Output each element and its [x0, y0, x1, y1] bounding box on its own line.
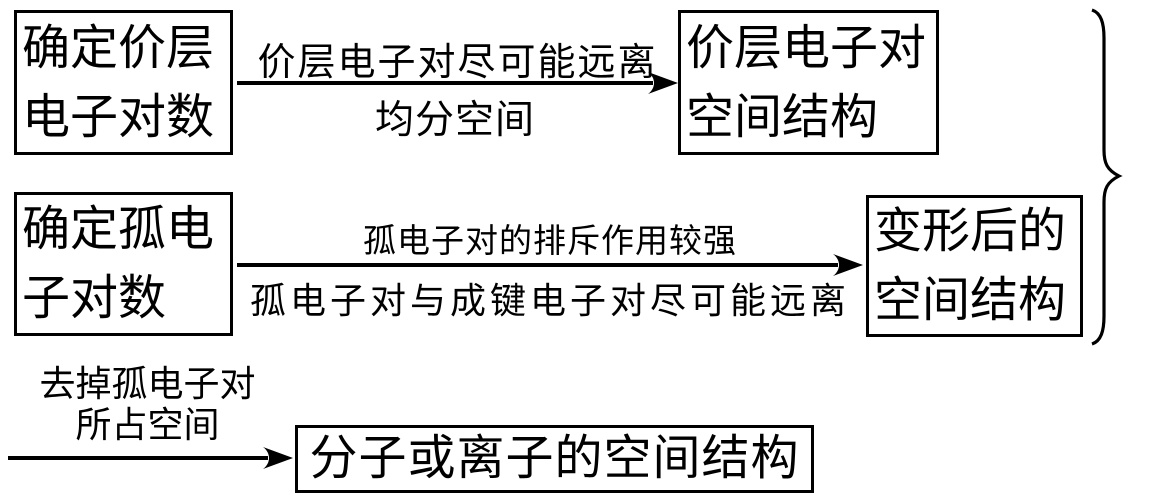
box-vsepr-spatial-structure-line1: 价层电子对: [686, 21, 927, 75]
box-distorted-structure: 变形后的 空间结构: [866, 195, 1083, 337]
box-distorted-structure-line1: 变形后的: [874, 205, 1067, 258]
box-vsepr-spatial-structure: 价层电子对 空间结构: [678, 10, 939, 155]
box-lone-pair-count-line1: 确定孤电: [22, 203, 215, 256]
box-molecule-ion-structure-text: 分子或离子的空间结构: [309, 432, 800, 485]
lone-arrow-label-above: 孤电子对的排斥作用较强: [363, 224, 737, 260]
box-valence-pair-count-line2: 电子对数: [22, 90, 215, 144]
lone-arrow-label-below: 孤电子对与成键电子对尽可能远离: [249, 281, 850, 321]
box-lone-pair-count: 确定孤电 子对数: [14, 192, 233, 336]
valence-arrow-label-above: 价层电子对尽可能远离: [257, 42, 658, 84]
curly-brace-icon: [1091, 8, 1123, 346]
right-arrow-icon: [237, 254, 863, 276]
final-arrow-label: 去掉孤电子对 所占空间: [10, 364, 285, 446]
box-valence-pair-count-line1: 确定价层: [22, 21, 215, 75]
right-arrow-icon: [8, 447, 293, 469]
valence-arrow-label-below: 均分空间: [374, 99, 535, 142]
final-arrow-label-line1: 去掉孤电子对: [39, 364, 256, 404]
box-lone-pair-count-line2: 子对数: [22, 272, 167, 325]
right-arrow-icon: [237, 72, 678, 94]
box-valence-pair-count: 确定价层 电子对数: [14, 10, 233, 155]
box-vsepr-spatial-structure-line2: 空间结构: [686, 90, 879, 144]
box-distorted-structure-line2: 空间结构: [874, 274, 1067, 327]
box-molecule-ion-structure: 分子或离子的空间结构: [295, 425, 814, 493]
final-arrow-label-line2: 所占空间: [75, 405, 220, 445]
